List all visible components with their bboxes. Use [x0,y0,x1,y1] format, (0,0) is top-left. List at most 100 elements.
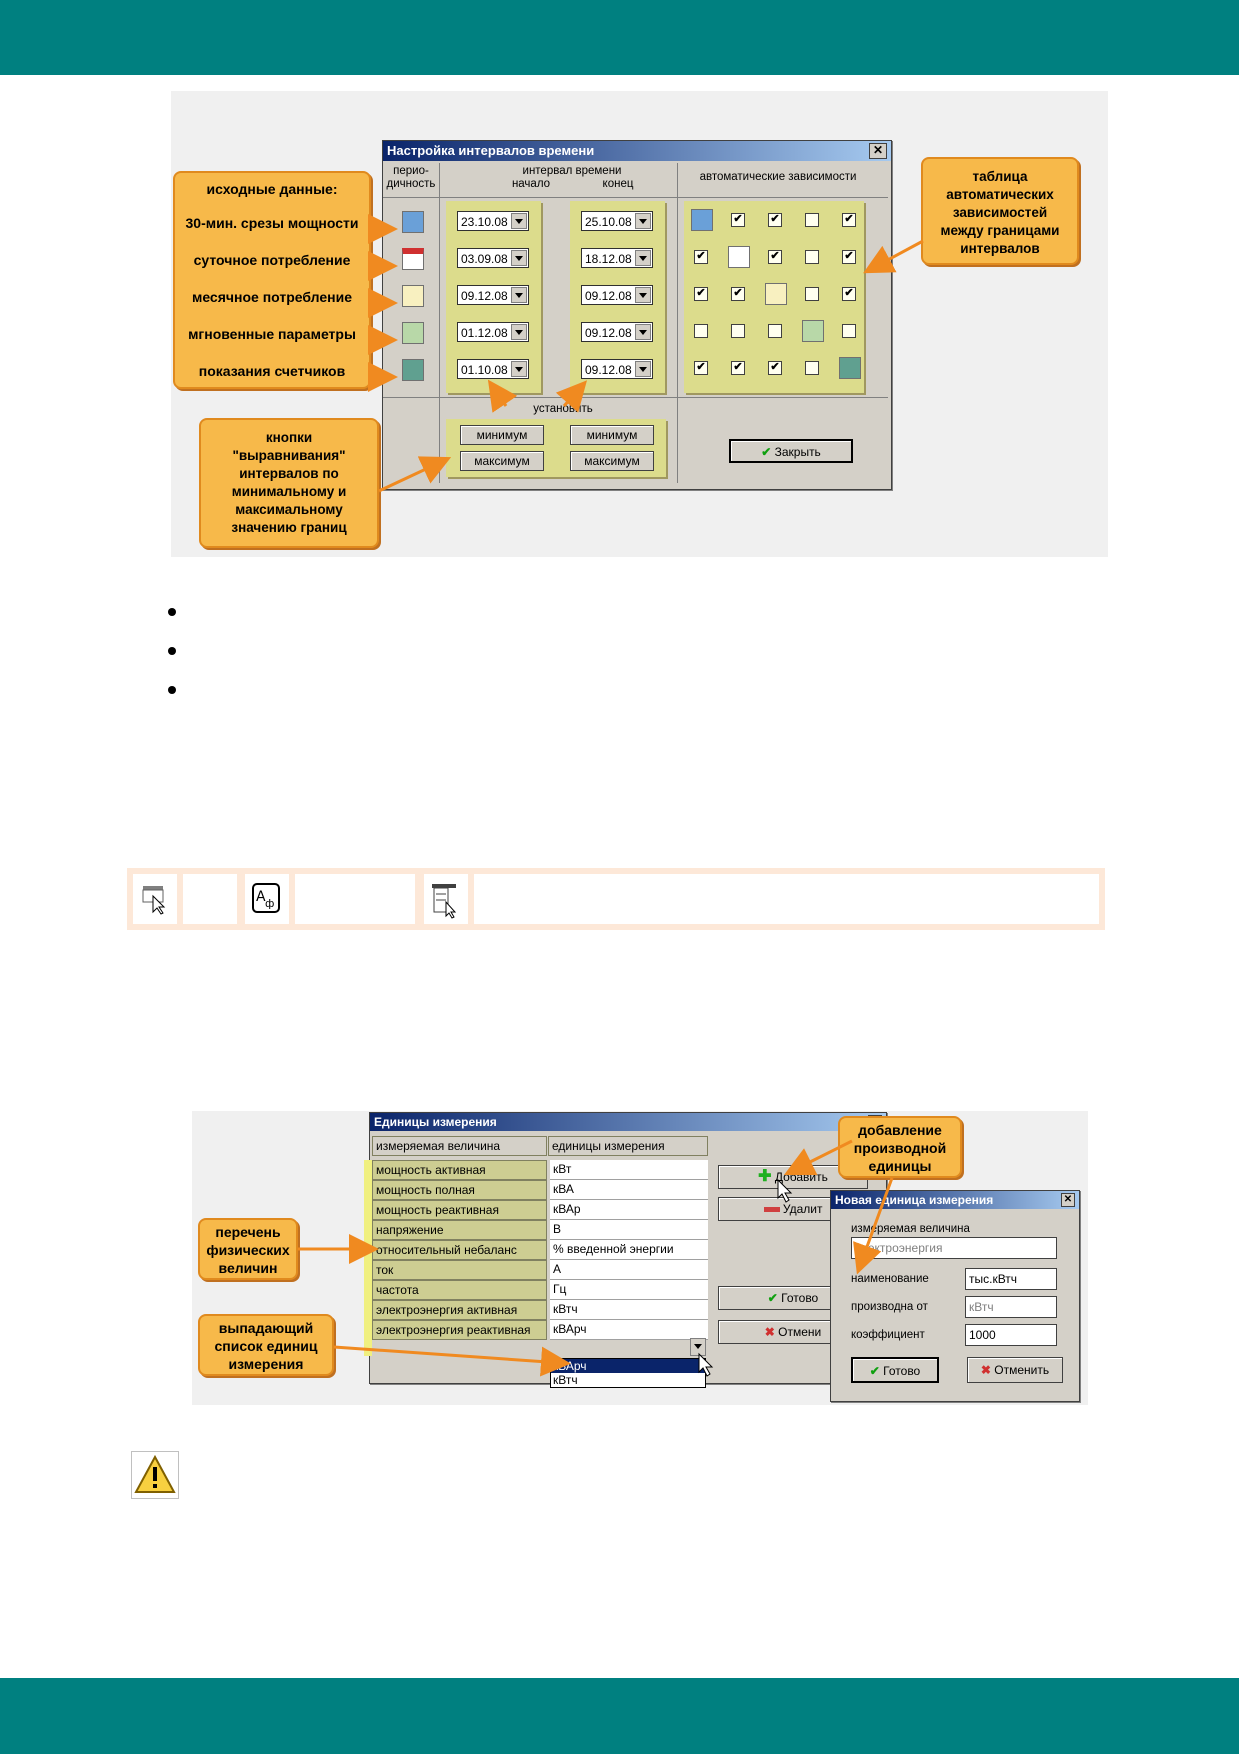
end-dates-panel: 25.10.08 18.12.08 09.12.08 09.12.08 09.1… [570,201,665,393]
clock-icon [691,209,713,231]
dropdown-arrow-icon[interactable] [635,287,651,303]
units-cell[interactable]: Гц [550,1280,708,1300]
svg-text:A: A [256,889,266,905]
units-cell[interactable]: кВАрч [550,1320,708,1340]
dialog-done-label: Готово [883,1364,921,1378]
max-end-button[interactable]: максимум [570,451,654,471]
quantity-cell[interactable]: напряжение [372,1220,547,1240]
dropdown-arrow-icon[interactable] [635,250,651,266]
units-cell[interactable]: кВАр [550,1200,708,1220]
quantity-cell[interactable]: относительный небаланс [372,1240,547,1260]
quantity-cell[interactable]: мощность активная [372,1160,547,1180]
start-date-1[interactable]: 23.10.08 [457,211,529,231]
dialog-done-button[interactable]: ✔ Готово [851,1357,939,1383]
callout-dependency-table: таблица автоматических зависимостей межд… [921,157,1079,265]
dropdown-arrow-icon[interactable] [511,324,527,340]
dependency-checkbox[interactable] [731,324,745,338]
units-cell[interactable]: В [550,1220,708,1240]
dropdown-option[interactable]: кВтч [553,1373,578,1387]
dropdown-arrow-icon[interactable] [635,361,651,377]
quantity-cell[interactable]: мощность реактивная [372,1200,547,1220]
minus-icon [763,1207,780,1213]
bullet-1 [168,608,176,616]
close-icon[interactable]: ✕ [869,143,887,159]
row-label-1: 30-мин. срезы мощности [185,215,359,231]
dropdown-arrow-icon[interactable] [635,213,651,229]
units-cell[interactable]: кВтч [550,1300,708,1320]
dependency-checkbox[interactable] [694,324,708,338]
dependency-checkbox[interactable] [805,287,819,301]
dependency-checkbox[interactable] [842,324,856,338]
quantity-cell[interactable]: электроэнергия реактивная [372,1320,547,1340]
quantity-cell[interactable]: электроэнергия активная [372,1300,547,1320]
dialog-cancel-button[interactable]: ✖ Отменить [967,1357,1063,1383]
callout-units-dropdown: выпадающий список единиц измерения [198,1314,334,1376]
dependency-checkbox[interactable]: ✔ [694,250,708,264]
end-date-1[interactable]: 25.10.08 [581,211,653,231]
list-select-icon[interactable] [424,874,468,924]
max-start-button[interactable]: максимум [460,451,544,471]
dependency-checkbox[interactable] [805,361,819,375]
header-periodicity: перио- дичность [386,165,436,190]
end-date-5[interactable]: 09.12.08 [581,359,653,379]
end-date-2[interactable]: 18.12.08 [581,248,653,268]
dropdown-arrow-icon[interactable] [511,361,527,377]
dropdown-arrow-icon[interactable] [511,287,527,303]
dropdown-arrow-icon[interactable] [635,324,651,340]
units-cell[interactable]: % введенной энергии [550,1240,708,1260]
dependency-checkbox[interactable]: ✔ [731,213,745,227]
start-date-2[interactable]: 03.09.08 [457,248,529,268]
name-field[interactable]: тыс.кВтч [965,1268,1057,1290]
dependency-checkbox[interactable]: ✔ [731,361,745,375]
header-interval: интервал времени [522,165,622,177]
start-date-5[interactable]: 01.10.08 [457,359,529,379]
dependency-checkbox[interactable] [805,250,819,264]
start-date-3[interactable]: 09.12.08 [457,285,529,305]
quantity-cell[interactable]: ток [372,1260,547,1280]
dependency-checkbox[interactable]: ✔ [768,361,782,375]
units-cell[interactable]: А [550,1260,708,1280]
dependency-checkbox[interactable]: ✔ [694,287,708,301]
min-start-button[interactable]: минимум [460,425,544,445]
units-cell[interactable]: кВт [550,1160,708,1180]
strip-cell-2 [183,874,237,924]
bullet-3 [168,686,176,694]
units-cell[interactable]: кВА [550,1180,708,1200]
end-date-4[interactable]: 09.12.08 [581,322,653,342]
dropdown-arrow-icon[interactable] [511,250,527,266]
table-select-icon[interactable] [133,874,177,924]
dependency-checkbox[interactable]: ✔ [842,213,856,227]
quantity-cell[interactable]: мощность полная [372,1180,547,1200]
dependency-checkbox[interactable]: ✔ [842,287,856,301]
derived-field: кВтч [965,1296,1057,1318]
cross-icon: ✖ [764,1325,775,1339]
arrow-add [783,1139,853,1176]
end-date-3[interactable]: 09.12.08 [581,285,653,305]
dropdown-arrow-icon[interactable] [511,213,527,229]
dependency-checkbox[interactable]: ✔ [842,250,856,264]
dropdown-arrow-icon[interactable] [690,1338,706,1356]
dependency-checkbox[interactable]: ✔ [768,213,782,227]
quantity-cell[interactable]: частота [372,1280,547,1300]
min-end-button[interactable]: минимум [570,425,654,445]
label-quantity: измеряемая величина [851,1223,970,1235]
interval-settings-window: Настройка интервалов времени ✕ перио- ди… [382,140,892,490]
close-icon[interactable]: ✕ [1061,1193,1075,1207]
dialog-cancel-label: Отменить [994,1363,1050,1377]
units-dropdown-list[interactable]: кВАрч кВтч [550,1358,706,1388]
dependency-checkbox[interactable]: ✔ [694,361,708,375]
window-titlebar: Настройка интервалов времени ✕ [383,141,891,161]
dependency-checkbox[interactable] [768,324,782,338]
svg-text:ф: ф [265,897,274,910]
start-date-4[interactable]: 01.12.08 [457,322,529,342]
arrows-overlay [298,1139,894,1377]
close-button[interactable]: ✔ Закрыть [729,439,853,463]
dependency-checkbox[interactable] [805,213,819,227]
dependency-checkbox[interactable]: ✔ [768,250,782,264]
coef-field[interactable]: 1000 [965,1324,1057,1346]
dependency-checkbox[interactable]: ✔ [731,287,745,301]
cancel-button-label: Отмени [778,1325,822,1339]
strip-cell-4 [295,874,415,924]
